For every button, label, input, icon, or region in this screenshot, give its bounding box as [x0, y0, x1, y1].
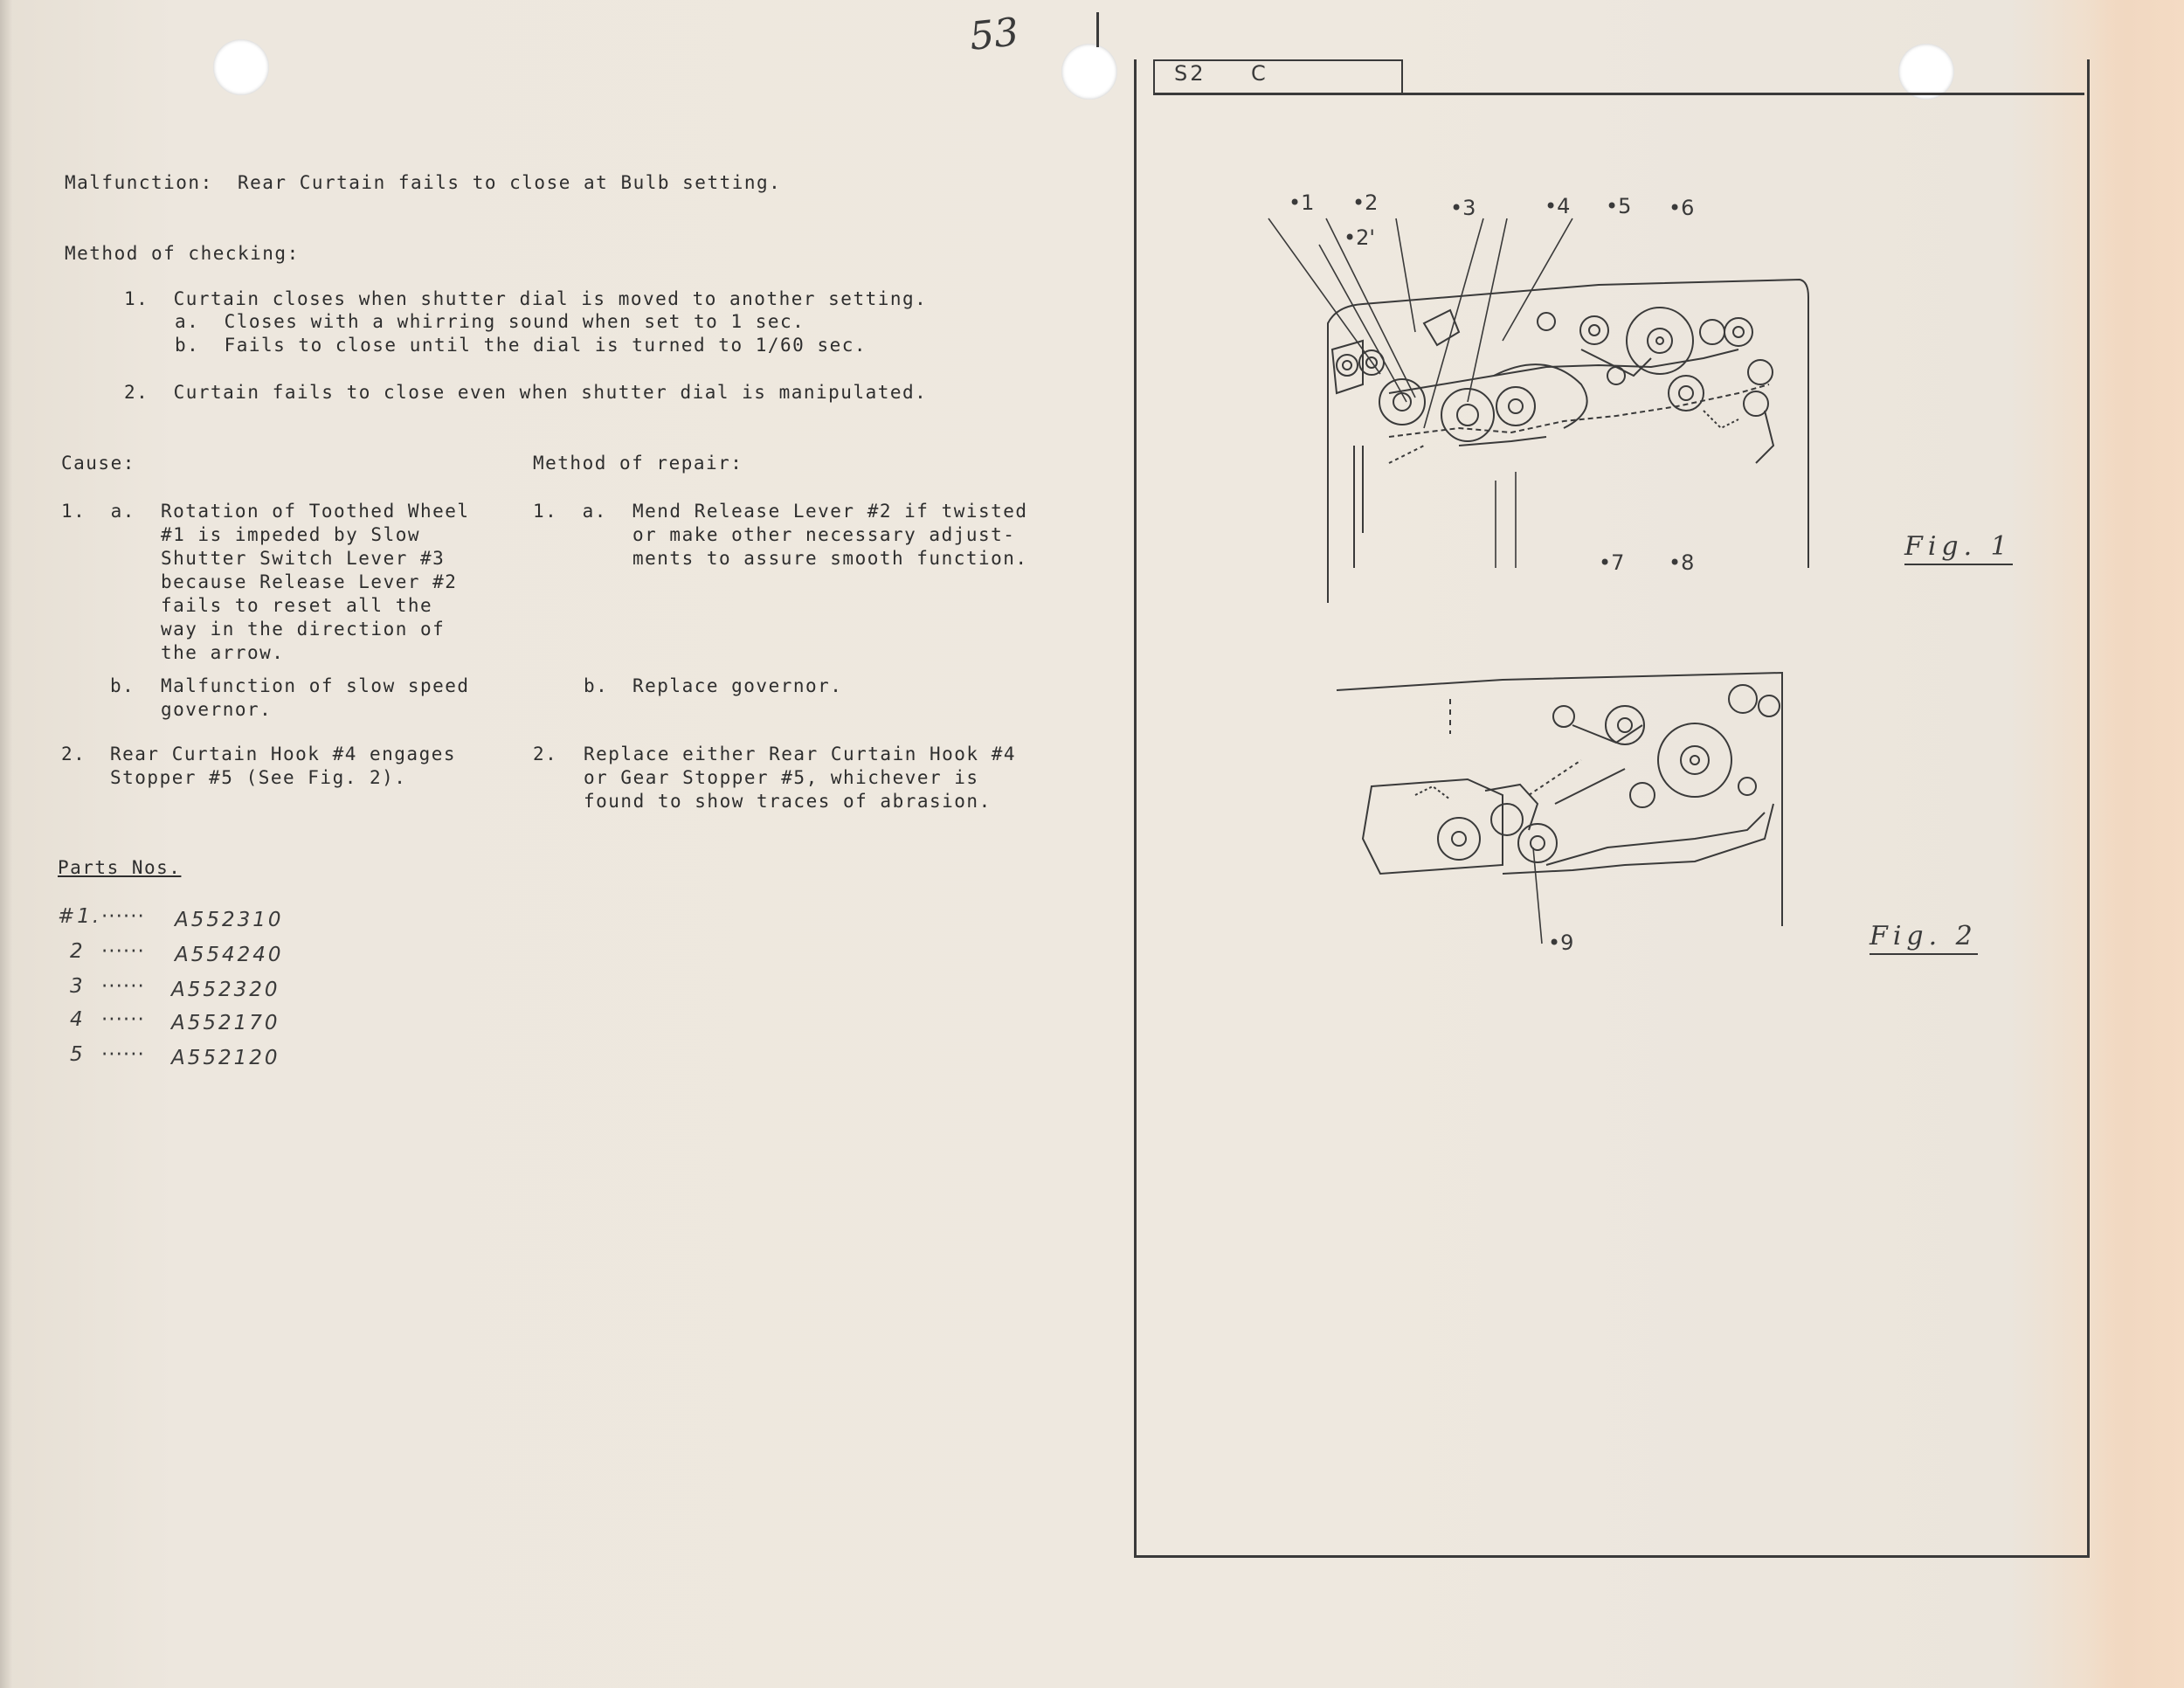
- part-dots: ······: [101, 1043, 145, 1066]
- page-number: 53: [967, 10, 1021, 59]
- part-number: 4: [70, 1008, 86, 1031]
- paper-edge-tint: [2088, 0, 2184, 1688]
- fig-2-callout-9: •9: [1548, 930, 1574, 955]
- cause-1b-number: b.: [110, 675, 135, 696]
- fig-1-callout-1: •1: [1289, 190, 1315, 215]
- figure-frame: [1134, 59, 2090, 1558]
- method-checking-label: Method of checking:: [65, 243, 300, 264]
- text-line: because Release Lever #2: [161, 571, 458, 592]
- part-code: A552320: [171, 979, 280, 1001]
- fig-1-callout-2-prime: •2': [1344, 225, 1376, 250]
- code-rule: [1153, 93, 2084, 95]
- fig-1-mechanism-drawing: [1268, 218, 1809, 603]
- part-code: A554240: [175, 944, 284, 966]
- check-item-1a: a. Closes with a whirring sound when set…: [175, 311, 805, 332]
- text-line: ments to assure smooth function.: [632, 548, 1028, 569]
- fig-1-callout-4: •4: [1545, 194, 1571, 218]
- fig-2-mechanism-drawing: [1336, 671, 1783, 944]
- cause-1a-text: Rotation of Toothed Wheel #1 is impeded …: [161, 500, 470, 665]
- cause-2-text: Rear Curtain Hook #4 engages Stopper #5 …: [110, 743, 456, 790]
- fig-1-caption: Fig. 1: [1904, 531, 2013, 565]
- paper-left-shadow: [0, 0, 12, 1688]
- text-line: governor.: [161, 699, 273, 720]
- fig-1-callout-8: •8: [1669, 550, 1695, 575]
- part-code: A552120: [171, 1047, 280, 1069]
- repair-2-text: Replace either Rear Curtain Hook #4 or G…: [584, 743, 1016, 813]
- fig-1-callout-6: •6: [1669, 196, 1695, 220]
- fig-1-callout-3: •3: [1450, 196, 1476, 220]
- part-number: 5: [70, 1043, 86, 1066]
- part-number: 2: [70, 940, 86, 963]
- text-line: Stopper #5 (See Fig. 2).: [110, 767, 407, 788]
- punch-hole-right: [1898, 44, 1954, 100]
- parts-label: Parts Nos.: [58, 857, 182, 878]
- part-code: A552170: [171, 1012, 280, 1034]
- repair-1a-number: 1. a.: [533, 501, 607, 522]
- cause-label: Cause:: [61, 453, 135, 474]
- part-dots: ······: [101, 905, 145, 928]
- punch-hole-middle: [1061, 44, 1117, 100]
- text-line: or Gear Stopper #5, whichever is: [584, 767, 979, 788]
- parts-row: 3 ······ A552320: [58, 975, 278, 1058]
- fig-1-callout-2: •2: [1352, 190, 1379, 215]
- part-dots: ······: [101, 940, 145, 963]
- text-line: the arrow.: [161, 642, 285, 663]
- code-left: S2: [1174, 61, 1206, 86]
- text-line: Rotation of Toothed Wheel: [161, 501, 470, 522]
- cause-2-number: 2.: [61, 744, 86, 764]
- parts-row: 2 ······ A554240: [58, 940, 281, 1023]
- text-line: fails to reset all the: [161, 595, 433, 616]
- repair-2-number: 2.: [533, 744, 558, 764]
- part-code: A552310: [175, 909, 284, 931]
- parts-row: #1. ······ A552310: [58, 905, 281, 988]
- repair-1a-text: Mend Release Lever #2 if twisted or make…: [632, 500, 1028, 571]
- punch-hole-left: [213, 39, 269, 95]
- part-dots: ······: [101, 1008, 145, 1031]
- repair-1b-text: Replace governor.: [632, 675, 843, 696]
- check-item-2: 2. Curtain fails to close even when shut…: [124, 382, 928, 403]
- text-line: way in the direction of: [161, 619, 446, 640]
- malfunction-line: Malfunction: Rear Curtain fails to close…: [65, 172, 782, 193]
- repair-label: Method of repair:: [533, 453, 743, 474]
- cause-1b-text: Malfunction of slow speed governor.: [161, 675, 470, 722]
- part-dots: ······: [101, 975, 145, 998]
- text-line: Replace either Rear Curtain Hook #4: [584, 744, 1017, 764]
- fig-1-callout-5: •5: [1606, 194, 1632, 218]
- parts-row: 4 ······ A552170: [58, 1008, 278, 1091]
- code-tab: [1153, 59, 1403, 94]
- check-item-1b: b. Fails to close until the dial is turn…: [175, 335, 867, 356]
- check-item-1: 1. Curtain closes when shutter dial is m…: [124, 288, 928, 309]
- text-line: or make other necessary adjust-: [632, 524, 1016, 545]
- repair-1b-number: b.: [584, 675, 609, 696]
- text-line: Mend Release Lever #2 if twisted: [632, 501, 1028, 522]
- text-line: Rear Curtain Hook #4 engages: [110, 744, 457, 764]
- code-right: C: [1251, 61, 1268, 86]
- text-line: Malfunction of slow speed: [161, 675, 470, 696]
- text-line: found to show traces of abrasion.: [584, 791, 992, 812]
- cause-1a-number: 1. a.: [61, 501, 135, 522]
- text-line: #1 is impeded by Slow: [161, 524, 421, 545]
- part-number: #1.: [58, 905, 102, 928]
- text-line: Shutter Switch Lever #3: [161, 548, 446, 569]
- fig-1-callout-7: •7: [1599, 550, 1625, 575]
- part-number: 3: [70, 975, 86, 998]
- page-divider-tick: [1096, 12, 1099, 47]
- parts-row: 5 ······ A552120: [58, 1043, 278, 1126]
- fig-2-caption: Fig. 2: [1870, 921, 1978, 955]
